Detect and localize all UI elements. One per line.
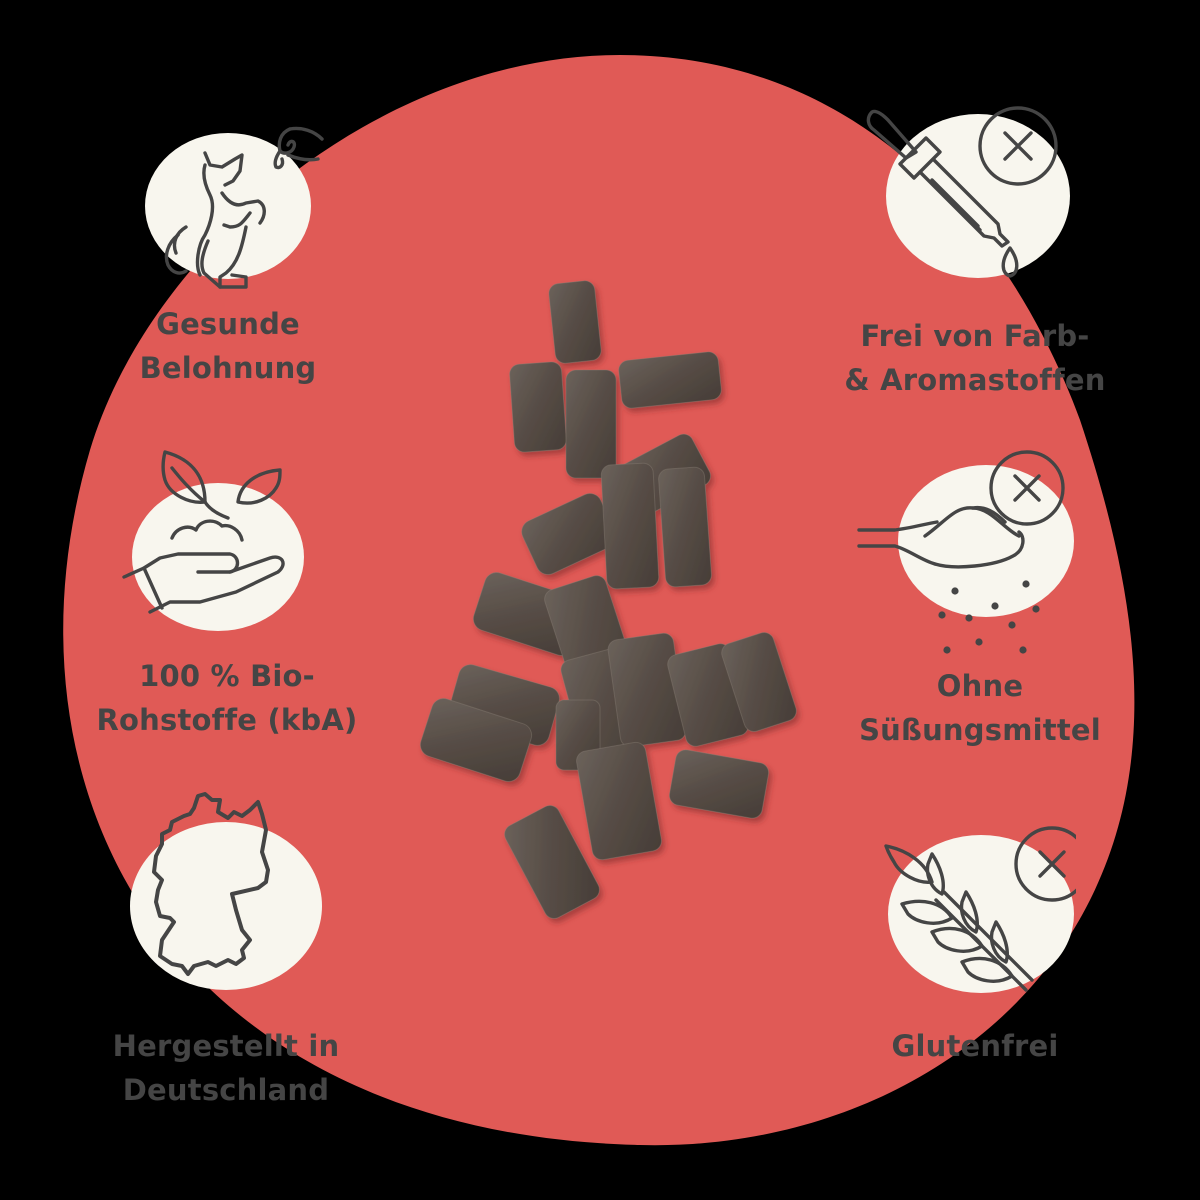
feature-label: Ohne Süßungsmittel [859, 669, 1101, 747]
feature-label: Glutenfrei [891, 1029, 1059, 1063]
cream-blob [145, 133, 311, 279]
feature-label: Hergestellt in Deutschland [112, 1029, 340, 1107]
sugar-spoon-no-icon [857, 450, 1065, 654]
hand-seedling-icon [122, 450, 285, 614]
feature-label: 100 % Bio- Rohstoffe (kbA) [96, 659, 358, 737]
cream-blob [898, 465, 1074, 617]
feature-label: Gesunde Belohnung [139, 307, 317, 385]
pipette-no-icon [866, 106, 1058, 278]
wheat-no-icon [884, 826, 1076, 992]
dog-begging-icon [164, 126, 324, 289]
feature-label: Frei von Farb- & Aromastoffen [844, 319, 1106, 397]
cream-blob [886, 114, 1070, 278]
germany-map-icon [152, 792, 270, 976]
